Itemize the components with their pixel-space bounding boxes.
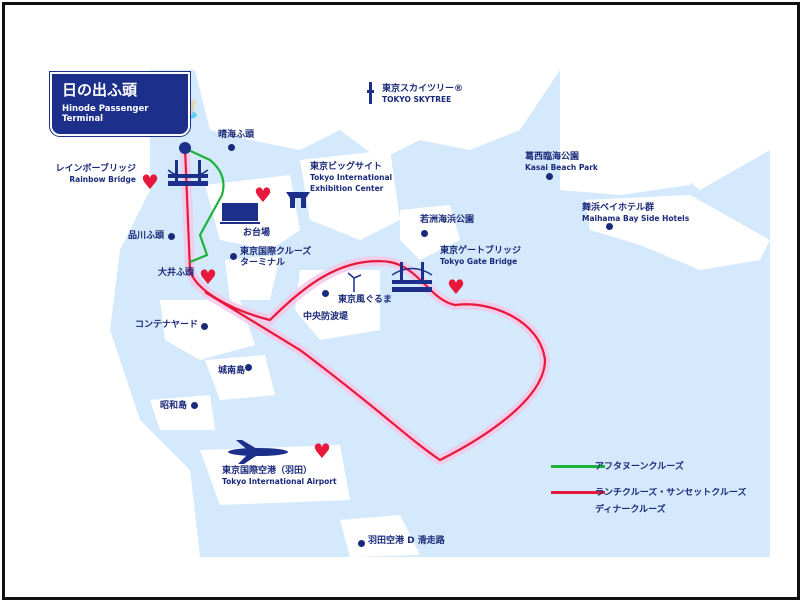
rainbow-bridge-icon: [167, 160, 209, 186]
gate-bridge-icon: [391, 262, 433, 292]
label-chuo-breakwater: 中央防波堤: [303, 312, 349, 322]
label-haneda-d-runway: 羽田空港 D 滑走路: [368, 536, 445, 546]
pin-kasai-park: [546, 173, 553, 180]
big-sight-icon: [286, 192, 310, 208]
legend-box: [540, 450, 770, 530]
heart-icon: ♥: [447, 275, 465, 299]
route-afternoon: [183, 147, 225, 264]
label-jonanjima: 城南島: [218, 366, 246, 376]
building-icon: [220, 203, 260, 224]
label-shinagawa: 品川ふ頭: [128, 231, 165, 241]
legend-label-dinner: ディナークルーズ: [595, 505, 666, 515]
pin-wakasu-park: [421, 230, 428, 237]
airplane-icon: [228, 440, 288, 464]
pin-harumi: [228, 144, 235, 151]
pin-shinagawa: [168, 233, 175, 240]
pin-maihama-hotels: [606, 223, 613, 230]
heart-icon: ♥: [313, 439, 331, 463]
pin-cruise-terminal: [230, 253, 237, 260]
heart-icon: ♥: [199, 265, 217, 289]
label-haneda-airport: 東京国際空港（羽田）Tokyo International Airport: [222, 466, 337, 486]
label-container-yard: コンテナヤード: [135, 320, 199, 330]
terminal-name-ja: 日の出ふ頭: [62, 81, 138, 99]
heart-icon: ♥: [254, 183, 272, 207]
skytree-icon: [367, 82, 374, 104]
route-lunch-sunset-dinner: [183, 147, 547, 462]
label-showajima: 昭和島: [160, 401, 188, 411]
heart-icon: ♥: [141, 170, 159, 194]
pin-container-yard: [201, 323, 208, 330]
label-wakasu-park: 若洲海浜公園: [420, 215, 475, 225]
label-skytree: 東京スカイツリー®TOKYO SKYTREE: [382, 84, 464, 104]
legend-swatch-afternoon: [551, 465, 605, 468]
label-windmill: 東京風ぐるま: [338, 295, 392, 305]
terminal-pin: [179, 142, 191, 154]
image-frame: [2, 2, 800, 600]
label-harumi: 晴海ふ頭: [218, 130, 255, 140]
label-oi: 大井ふ頭: [157, 268, 194, 278]
pin-haneda-d-runway: [358, 540, 365, 547]
pin-chuo-breakwater: [322, 290, 329, 297]
legend-label-lunch-sunset: ランチクルーズ・サンセットクルーズ: [595, 488, 747, 498]
label-odaiba: お台場: [243, 228, 271, 238]
land: [18, 70, 770, 557]
pin-showajima: [191, 402, 198, 409]
windmill-icon: [347, 272, 362, 292]
legend-swatch-lunch-dinner: [551, 491, 605, 494]
pin-jonanjima: [245, 364, 252, 371]
legend-label-afternoon: アフタヌーンクルーズ: [595, 462, 684, 472]
label-cruise-terminal: 東京国際クルーズターミナル: [240, 247, 312, 268]
